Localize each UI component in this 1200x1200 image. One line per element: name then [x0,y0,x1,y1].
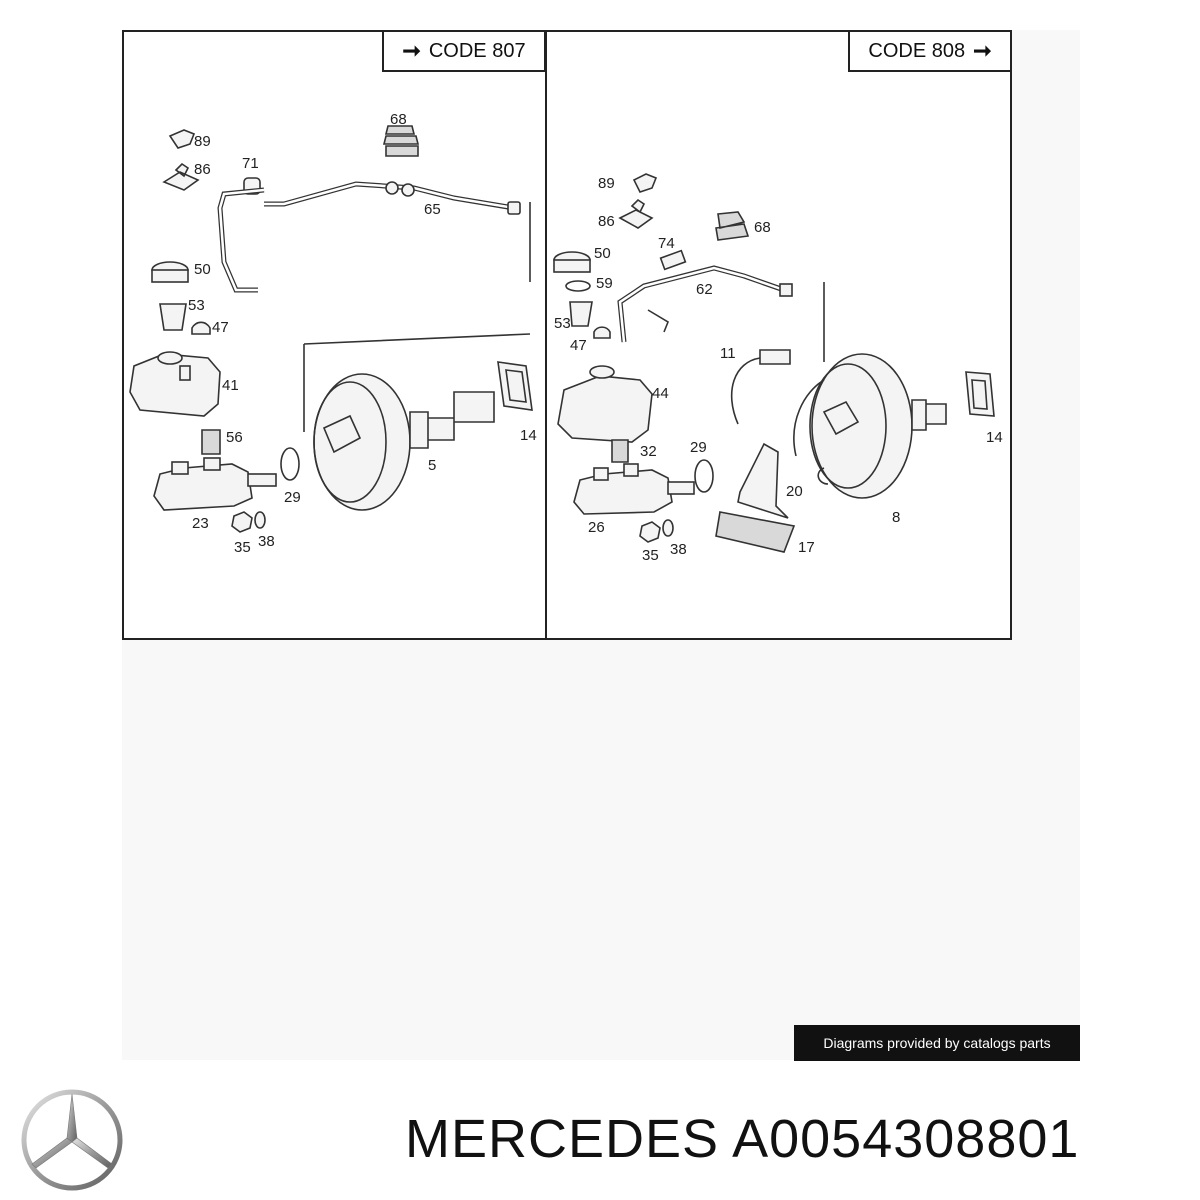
left-part-plug [191,321,211,335]
left-part-o-ring [280,447,300,481]
right-part-fitting [618,198,654,229]
right-part-booster [811,353,913,499]
part-title: MERCEDES A0054308801 [405,1108,1079,1170]
right-part-strainer [569,301,593,327]
right-callouts: 89 86 74 68 50 59 62 53 47 11 44 32 29 2… [554,175,1003,564]
left-panel-parts [129,125,533,533]
callout-label: 62 [696,281,713,298]
callout-label: 14 [986,429,1003,446]
code-808-label: CODE 808 ➞ [848,32,1012,72]
callout-label: 29 [284,489,301,506]
right-part-master-cylinder [573,469,673,515]
right-part-o-ring [694,459,714,493]
right-part-seal [611,439,629,463]
right-part-sensor [759,349,791,365]
callout-label: 86 [194,161,211,178]
parts-diagram: 89 86 71 68 65 50 53 47 41 56 29 5 14 23… [122,30,1012,640]
callout-label: 8 [892,509,900,526]
callout-label: 35 [234,539,251,556]
callout-label: 53 [188,297,205,314]
right-part-reservoir [557,375,653,443]
callout-label: 56 [226,429,243,446]
right-arrow-icon: ➞ [973,38,992,63]
callout-label: 32 [640,443,657,460]
right-part-clip [632,173,658,193]
left-part-bellows [382,125,420,157]
code-label-text: CODE 807 [428,39,526,62]
left-part-strainer [159,303,187,331]
left-part-fitting [162,162,200,191]
callout-label: 35 [642,547,659,564]
callout-label: 11 [720,345,736,362]
code-label-text: CODE 808 [868,39,966,62]
callout-label: 68 [390,111,407,128]
left-part-master-cylinder [153,463,253,511]
callout-label: 47 [212,319,229,336]
right-arrow-icon: ➞ [402,38,421,63]
left-part-washer [254,511,266,529]
callout-label: 20 [786,483,803,500]
right-part-gasket [965,371,995,417]
left-part-seal [201,429,221,455]
callout-label: 14 [520,427,537,444]
callout-label: 89 [194,133,211,150]
callout-label: 68 [754,219,771,236]
callout-label: 26 [588,519,605,536]
brand-name: MERCEDES [405,1109,720,1169]
left-hose-lower [217,187,265,293]
parts-drawing: 89 86 71 68 65 50 53 47 41 56 29 5 14 23… [129,32,1003,640]
callout-label: 74 [658,235,675,252]
callout-label: 41 [222,377,239,394]
callout-label: 59 [596,275,613,292]
right-part-bellows [715,211,750,241]
right-part-sleeve [659,249,687,271]
callout-label: 17 [798,539,815,556]
mercedes-star-icon [21,1089,123,1191]
left-part-clip [168,129,196,149]
callout-label: 50 [194,261,211,278]
callout-label: 53 [554,315,571,332]
callout-label: 89 [598,175,615,192]
left-callouts: 89 86 71 68 65 50 53 47 41 56 29 5 14 23… [188,111,537,556]
callout-label: 38 [670,541,687,558]
right-panel-parts [553,173,995,553]
callout-label: 50 [594,245,611,262]
left-part-reservoir [129,353,221,417]
left-part-nut [231,511,253,533]
credit-banner: Diagrams provided by catalogs parts [794,1025,1080,1061]
right-hose [617,265,785,343]
callout-label: 86 [598,213,615,230]
callout-label: 44 [652,385,669,402]
right-part-nut [639,521,661,543]
right-part-plug [593,326,611,339]
callout-label: 47 [570,337,587,354]
callout-label: 71 [242,155,259,172]
code-807-label: ➞ CODE 807 [382,32,546,72]
right-part-bracket [737,442,789,519]
callout-label: 65 [424,201,441,218]
callout-label: 38 [258,533,275,550]
callout-label: 5 [428,457,436,474]
right-part-control-unit [715,511,796,553]
right-part-washer [662,519,674,537]
callout-label: 29 [690,439,707,456]
callout-label: 23 [192,515,209,532]
part-number: A0054308801 [732,1109,1080,1169]
right-part-ring [565,280,591,292]
